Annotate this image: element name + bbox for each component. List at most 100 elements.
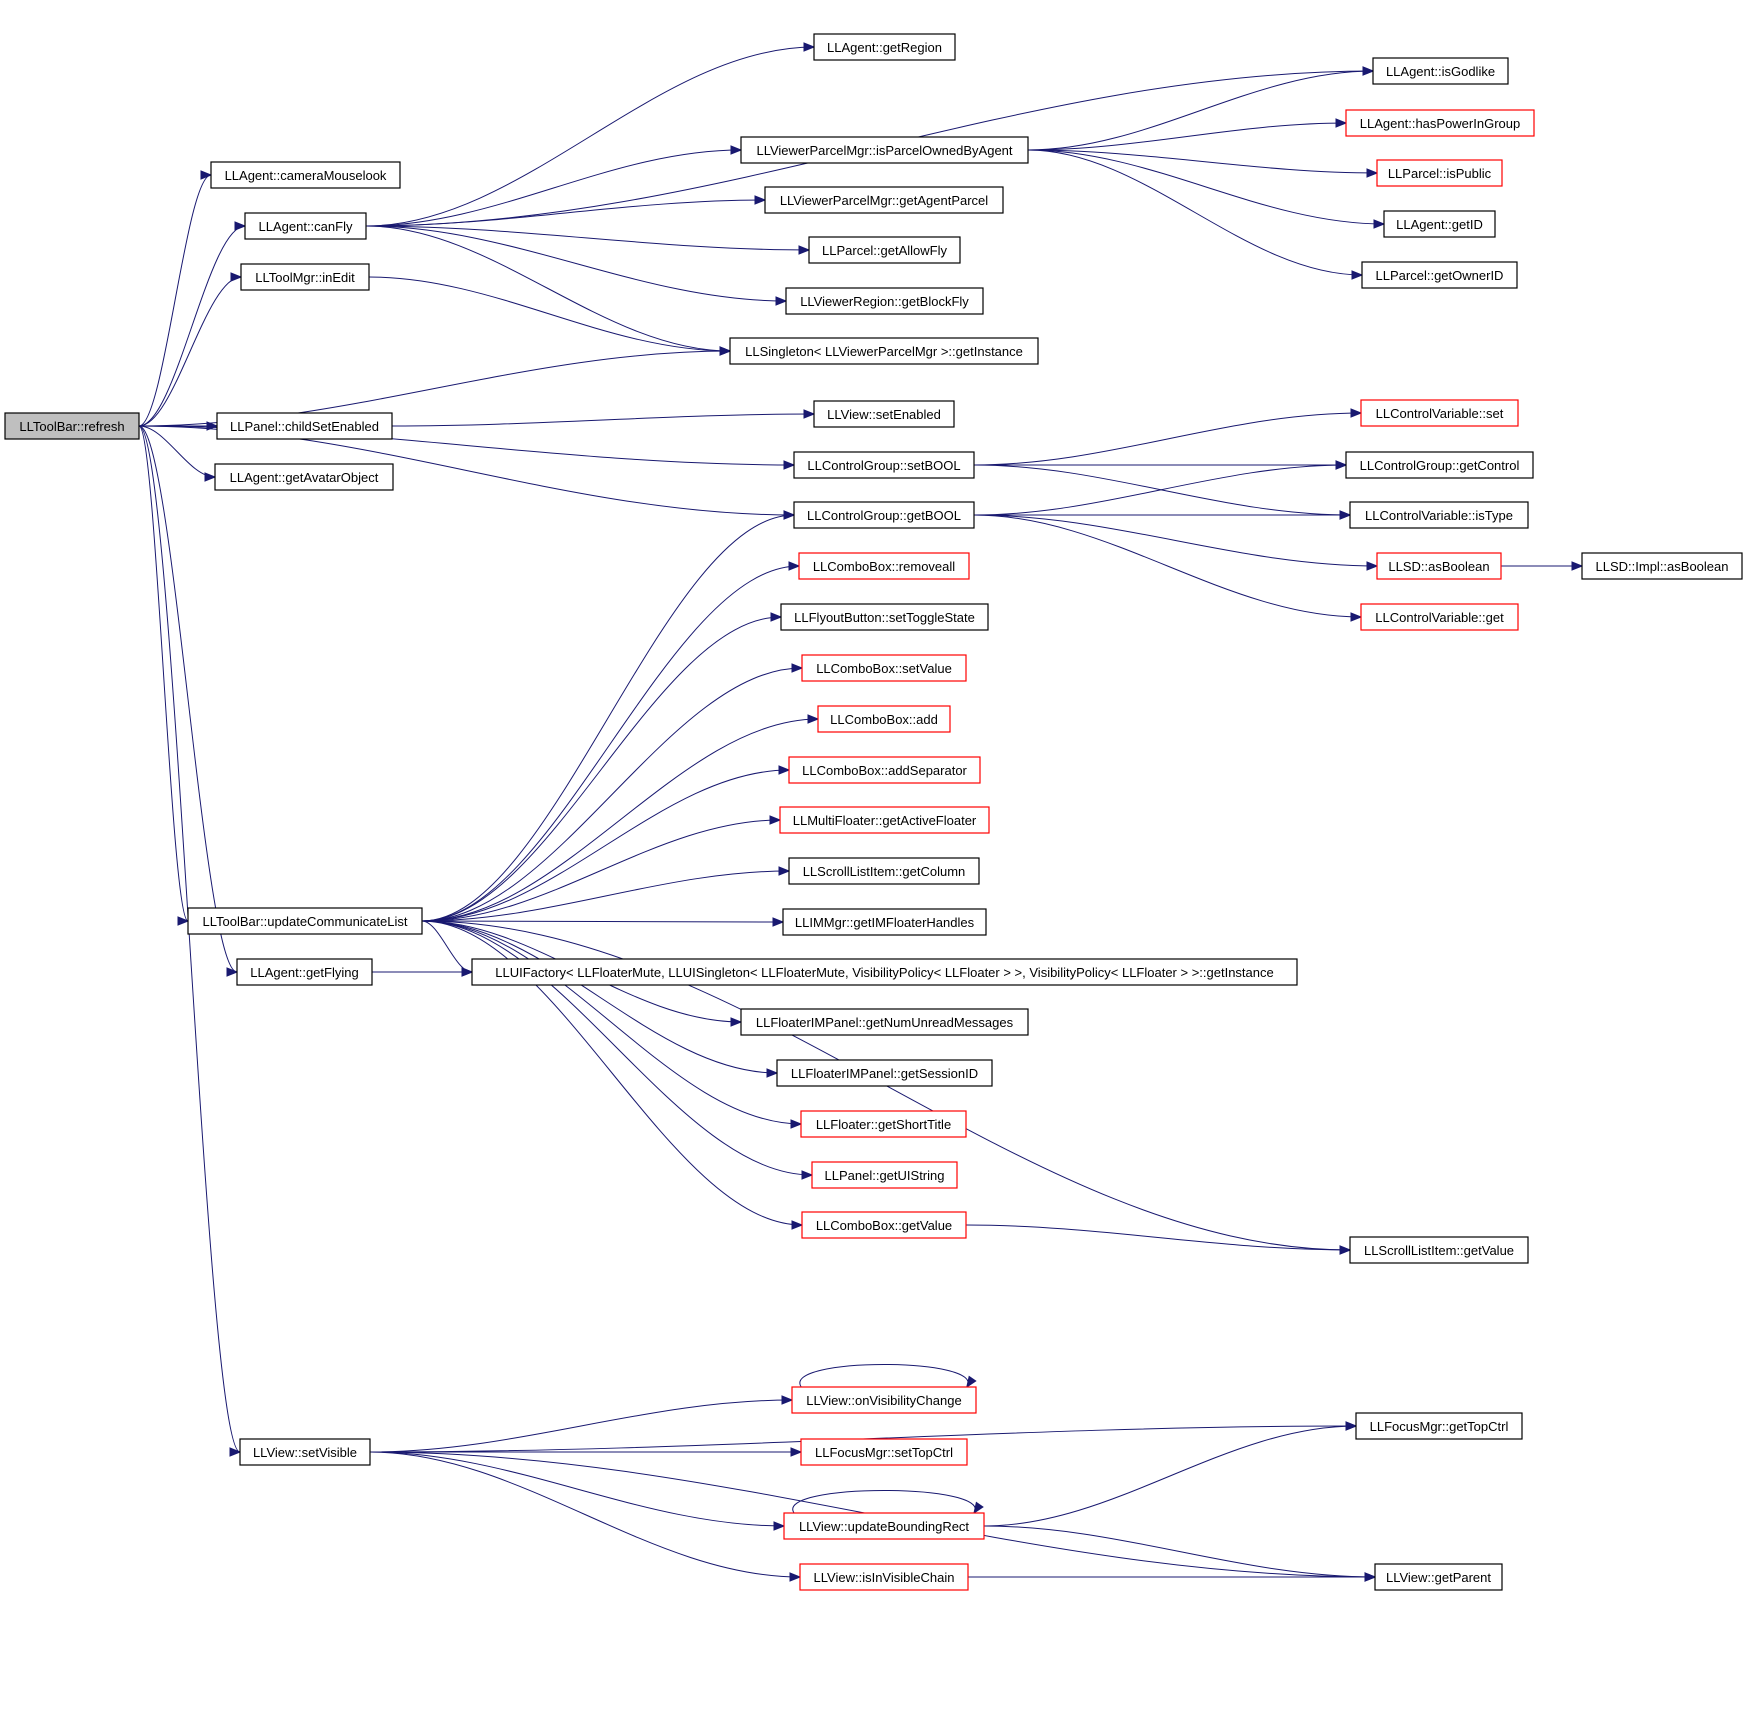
node-box[interactable] (793, 501, 975, 529)
node-box[interactable] (799, 1563, 969, 1591)
node-onVisibilityChange[interactable]: LLView::onVisibilityChange (791, 1386, 977, 1414)
node-asBoolean[interactable]: LLSD::asBoolean (1376, 552, 1502, 580)
node-isGodlike[interactable]: LLAgent::isGodlike (1372, 57, 1509, 85)
node-isParcelOwnedByAgent[interactable]: LLViewerParcelMgr::isParcelOwnedByAgent (740, 136, 1029, 164)
node-box[interactable] (214, 463, 394, 491)
node-box[interactable] (1383, 210, 1496, 238)
node-box[interactable] (1581, 552, 1743, 580)
node-getAgentParcel[interactable]: LLViewerParcelMgr::getAgentParcel (764, 186, 1004, 214)
node-updateCommunicateList[interactable]: LLToolBar::updateCommunicateList (187, 907, 423, 935)
node-getBlockFly[interactable]: LLViewerRegion::getBlockFly (785, 287, 984, 315)
node-box[interactable] (239, 1438, 371, 1466)
node-box[interactable] (779, 806, 990, 834)
node-box[interactable] (801, 654, 967, 682)
node-addSeparator[interactable]: LLComboBox::addSeparator (788, 756, 981, 784)
node-box[interactable] (808, 236, 961, 264)
node-setVisible[interactable]: LLView::setVisible (239, 1438, 371, 1466)
node-box[interactable] (740, 136, 1029, 164)
node-box[interactable] (236, 958, 373, 986)
node-isType[interactable]: LLControlVariable::isType (1349, 501, 1529, 529)
node-box[interactable] (800, 1110, 967, 1138)
node-box[interactable] (788, 756, 981, 784)
node-childSetEnabled[interactable]: LLPanel::childSetEnabled (216, 412, 393, 440)
node-box[interactable] (1374, 1563, 1503, 1591)
node-box[interactable] (800, 1438, 968, 1466)
node-box[interactable] (1361, 261, 1518, 289)
node-box[interactable] (1372, 57, 1509, 85)
node-setToggleState[interactable]: LLFlyoutButton::setToggleState (780, 603, 989, 631)
node-viewSetEnabled[interactable]: LLView::setEnabled (813, 400, 955, 428)
node-cvGet[interactable]: LLControlVariable::get (1360, 603, 1519, 631)
node-box[interactable] (813, 33, 956, 61)
node-box[interactable] (817, 705, 951, 733)
node-getUIString[interactable]: LLPanel::getUIString (811, 1161, 958, 1189)
node-getNumUnreadMessages[interactable]: LLFloaterIMPanel::getNumUnreadMessages (740, 1008, 1029, 1036)
node-getTopCtrl[interactable]: LLFocusMgr::getTopCtrl (1355, 1412, 1523, 1440)
node-comboSetValue[interactable]: LLComboBox::setValue (801, 654, 967, 682)
node-box[interactable] (1349, 1236, 1529, 1264)
node-box[interactable] (1345, 109, 1535, 137)
node-comboAdd[interactable]: LLComboBox::add (817, 705, 951, 733)
node-refresh[interactable]: LLToolBar::refresh (4, 412, 140, 440)
node-box[interactable] (783, 1512, 985, 1540)
node-uiFactoryGetInstance[interactable]: LLUIFactory< LLFloaterMute, LLUISingleto… (471, 958, 1298, 986)
node-box[interactable] (740, 1008, 1029, 1036)
node-removeall[interactable]: LLComboBox::removeall (798, 552, 970, 580)
node-getSessionID[interactable]: LLFloaterIMPanel::getSessionID (776, 1059, 993, 1087)
node-box[interactable] (1355, 1412, 1523, 1440)
node-setTopCtrl[interactable]: LLFocusMgr::setTopCtrl (800, 1438, 968, 1466)
node-getParent[interactable]: LLView::getParent (1374, 1563, 1503, 1591)
node-comboGetValue[interactable]: LLComboBox::getValue (801, 1211, 967, 1239)
node-box[interactable] (776, 1059, 993, 1087)
node-getOwnerID[interactable]: LLParcel::getOwnerID (1361, 261, 1518, 289)
node-box[interactable] (788, 857, 980, 885)
node-hasPowerInGroup[interactable]: LLAgent::hasPowerInGroup (1345, 109, 1535, 137)
node-box[interactable] (764, 186, 1004, 214)
node-getIMFloaterHandles[interactable]: LLIMMgr::getIMFloaterHandles (782, 908, 987, 936)
node-box[interactable] (1360, 399, 1519, 427)
node-updateBoundingRect[interactable]: LLView::updateBoundingRect (783, 1512, 985, 1540)
node-scrollGetValue[interactable]: LLScrollListItem::getValue (1349, 1236, 1529, 1264)
node-box[interactable] (1360, 603, 1519, 631)
node-cvSet[interactable]: LLControlVariable::set (1360, 399, 1519, 427)
node-box[interactable] (793, 451, 975, 479)
node-box[interactable] (1376, 159, 1503, 187)
node-isPublic[interactable]: LLParcel::isPublic (1376, 159, 1503, 187)
node-box[interactable] (813, 400, 955, 428)
node-implAsBoolean[interactable]: LLSD::Impl::asBoolean (1581, 552, 1743, 580)
node-getControl[interactable]: LLControlGroup::getControl (1345, 451, 1534, 479)
node-box[interactable] (791, 1386, 977, 1414)
node-box[interactable] (780, 603, 989, 631)
node-agentGetID[interactable]: LLAgent::getID (1383, 210, 1496, 238)
node-box[interactable] (785, 287, 984, 315)
node-isInVisibleChain[interactable]: LLView::isInVisibleChain (799, 1563, 969, 1591)
node-getActiveFloater[interactable]: LLMultiFloater::getActiveFloater (779, 806, 990, 834)
node-box[interactable] (216, 412, 393, 440)
node-box[interactable] (729, 337, 1039, 365)
node-getAvatarObject[interactable]: LLAgent::getAvatarObject (214, 463, 394, 491)
node-box[interactable] (782, 908, 987, 936)
node-box[interactable] (801, 1211, 967, 1239)
node-box[interactable] (187, 907, 423, 935)
node-box[interactable] (210, 161, 401, 189)
node-canFly[interactable]: LLAgent::canFly (244, 212, 367, 240)
node-getRegion[interactable]: LLAgent::getRegion (813, 33, 956, 61)
node-inEdit[interactable]: LLToolMgr::inEdit (240, 263, 370, 291)
node-getBOOL[interactable]: LLControlGroup::getBOOL (793, 501, 975, 529)
node-box[interactable] (1345, 451, 1534, 479)
node-cameraMouselook[interactable]: LLAgent::cameraMouselook (210, 161, 401, 189)
node-getShortTitle[interactable]: LLFloater::getShortTitle (800, 1110, 967, 1138)
node-box[interactable] (1349, 501, 1529, 529)
node-setBOOL[interactable]: LLControlGroup::setBOOL (793, 451, 975, 479)
node-getAllowFly[interactable]: LLParcel::getAllowFly (808, 236, 961, 264)
node-box[interactable] (798, 552, 970, 580)
node-box[interactable] (811, 1161, 958, 1189)
node-getFlying[interactable]: LLAgent::getFlying (236, 958, 373, 986)
node-box[interactable] (4, 412, 140, 440)
node-box[interactable] (471, 958, 1298, 986)
node-box[interactable] (1376, 552, 1502, 580)
node-box[interactable] (244, 212, 367, 240)
node-singletonGetInstance[interactable]: LLSingleton< LLViewerParcelMgr >::getIns… (729, 337, 1039, 365)
node-getColumn[interactable]: LLScrollListItem::getColumn (788, 857, 980, 885)
node-box[interactable] (240, 263, 370, 291)
